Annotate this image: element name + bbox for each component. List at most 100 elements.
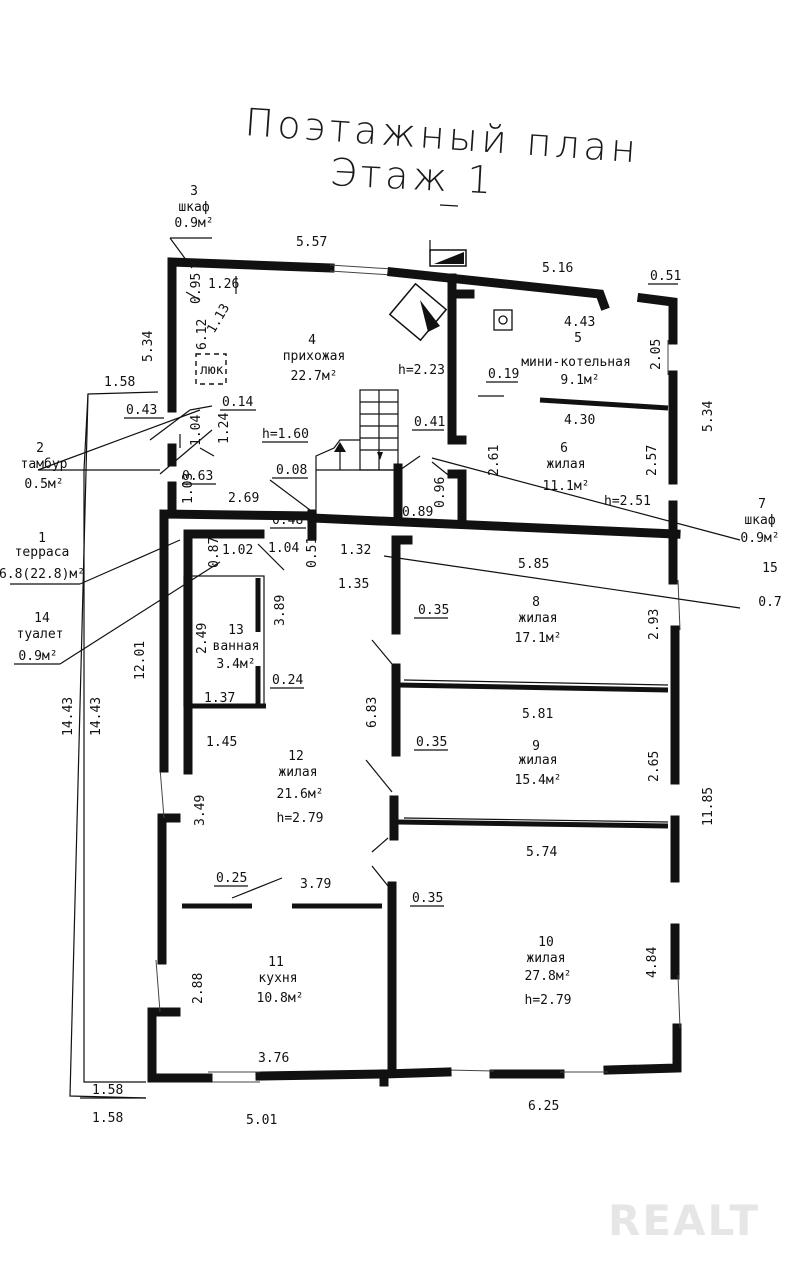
dim-1-24: 1.24	[217, 413, 232, 444]
room-8-num: 8	[532, 595, 540, 610]
title-tick	[439, 204, 459, 207]
room-8-name: жилая	[518, 611, 557, 626]
dim-1-35: 1.35	[338, 577, 369, 592]
wall-bottom-kitchen	[255, 1069, 385, 1081]
dim-14-43-a: 14.43	[61, 697, 76, 736]
dim-2-93: 2.93	[647, 609, 662, 640]
room-1-area: 6.8(22.8)м²	[0, 567, 85, 582]
room-12-name: жилая	[278, 765, 317, 780]
dim-0-35-a: 0.35	[418, 603, 449, 618]
room-5-area: 9.1м²	[560, 373, 599, 388]
dim-2-65: 2.65	[647, 751, 662, 782]
dim-12-01: 12.01	[133, 641, 148, 680]
dim-2-88: 2.88	[191, 973, 206, 1004]
room-5-name: мини-котельная	[521, 355, 631, 370]
dim-11-85: 11.85	[701, 787, 716, 826]
room-3-name: шкаф	[178, 200, 209, 215]
room-12-height: h=2.79	[277, 811, 324, 826]
room-2-area: 0.5м²	[24, 477, 63, 492]
room-4-area: 22.7м²	[291, 369, 338, 384]
wall-room8-bottom-b	[403, 679, 669, 686]
room-2-name: тамбур	[21, 457, 68, 472]
dim-0-24: 0.24	[272, 673, 303, 688]
stair-height: h=1.60	[262, 427, 309, 442]
dim-3-76: 3.76	[258, 1051, 289, 1066]
dim-1-37: 1.37	[204, 691, 235, 706]
dim-6-12: 6.12	[195, 319, 210, 350]
wall-mid-horizontal	[307, 513, 681, 539]
room-4-height: h=2.23	[398, 363, 445, 378]
window-top-b	[329, 270, 393, 276]
wall-room6-top	[539, 397, 669, 411]
chimney-icon	[388, 249, 467, 342]
window-bottom-1	[446, 1069, 495, 1072]
window-left-kitchen	[155, 959, 161, 1013]
dim-0-35-c: 0.35	[412, 891, 443, 906]
room-9-area: 15.4м²	[515, 773, 562, 788]
dim-14-43-b: 14.43	[89, 697, 104, 736]
dim-5-74: 5.74	[526, 845, 557, 860]
dim-2-57: 2.57	[645, 445, 660, 476]
dim-6-83: 6.83	[365, 697, 380, 728]
room-10-name: жилая	[526, 951, 565, 966]
dim-0-63: 0.63	[182, 469, 213, 484]
dim-6-25: 6.25	[528, 1099, 559, 1114]
dim-0-96: 0.96	[433, 477, 448, 508]
room-6-num: 6	[560, 441, 568, 456]
dim-1-32: 1.32	[340, 543, 371, 558]
wall-room9-bottom-b	[403, 817, 669, 823]
room-14-name: туалет	[17, 627, 64, 642]
room-2-num: 2	[36, 441, 44, 456]
dim-1-03: 1.03	[181, 473, 196, 504]
room-3-num: 3	[190, 184, 198, 199]
dim-3-79: 3.79	[300, 877, 331, 892]
hatch-outline	[195, 353, 227, 385]
wall-boiler-left	[447, 273, 467, 445]
hatch-label: люк	[200, 363, 224, 378]
wall-room8-bottom	[397, 682, 669, 693]
window-right-3	[677, 974, 681, 1029]
room-7-num: 7	[758, 497, 766, 512]
room-1-name: терраса	[15, 545, 70, 560]
room-11-name: кухня	[258, 971, 297, 986]
dim-1-26: 1.26	[208, 277, 239, 292]
interior-walls	[182, 273, 669, 1075]
wall-room9-bottom	[397, 819, 669, 829]
realt-watermark: REALT	[608, 1196, 760, 1245]
room-10-area: 27.8м²	[525, 969, 572, 984]
room-7-name: шкаф	[744, 513, 775, 528]
window-left-living	[159, 767, 165, 819]
room-5-num: 5	[574, 331, 582, 346]
dim-1-58-mid: 1.58	[92, 1083, 123, 1098]
dim-3-89: 3.89	[273, 595, 288, 626]
dim-5-34-right: 5.34	[701, 401, 716, 432]
wall-top-left	[167, 257, 335, 377]
dim-0-25: 0.25	[216, 871, 247, 886]
room-4-name: прихожая	[283, 349, 346, 364]
dimension-labels: 5.57 5.16 0.51 1.26 0.95 1.13 6.12 5.34 …	[61, 235, 716, 1128]
dim-2-49: 2.49	[195, 623, 210, 654]
wall-bottom-left	[147, 1007, 213, 1083]
dim-5-01: 5.01	[246, 1113, 277, 1128]
dim-3-49: 3.49	[193, 795, 208, 826]
wall-top-right	[387, 267, 610, 311]
dim-0-87: 0.87	[207, 537, 222, 568]
dim-0-48: 0.48	[272, 513, 303, 528]
dim-1-04-a: 1.04	[189, 415, 204, 446]
room-10-height: h=2.79	[525, 993, 572, 1008]
outer-walls	[147, 257, 682, 1087]
dim-0-14: 0.14	[222, 395, 253, 410]
dim-4-84: 4.84	[645, 947, 660, 978]
room-6-height: h=2.51	[604, 494, 651, 509]
door-swings	[149, 237, 741, 899]
dim-1-58-bottom: 1.58	[92, 1111, 123, 1126]
dim-5-57: 5.57	[296, 235, 327, 250]
room-15-num: 15	[762, 561, 778, 576]
dim-1-02: 1.02	[222, 543, 253, 558]
dim-0-08: 0.08	[276, 463, 307, 478]
room-9-num: 9	[532, 739, 540, 754]
dim-1-45: 1.45	[206, 735, 237, 750]
room-14-num: 14	[34, 611, 50, 626]
dim-0-89: 0.89	[402, 505, 433, 520]
